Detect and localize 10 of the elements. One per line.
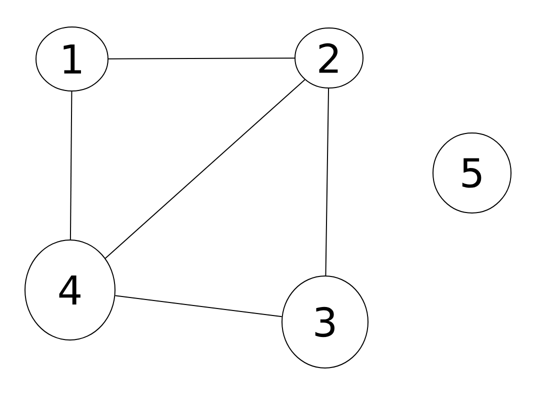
circle-node: 3 xyxy=(282,276,368,368)
connector-line xyxy=(114,295,282,318)
connector-line xyxy=(70,91,72,240)
circle-node: 5 xyxy=(432,132,512,214)
connector-line xyxy=(325,88,330,276)
circle-node: 1 xyxy=(36,26,108,92)
circle-node: 4 xyxy=(24,240,116,340)
connector-line xyxy=(104,79,306,259)
circle-node: 2 xyxy=(294,28,364,88)
connector-line xyxy=(108,58,295,60)
